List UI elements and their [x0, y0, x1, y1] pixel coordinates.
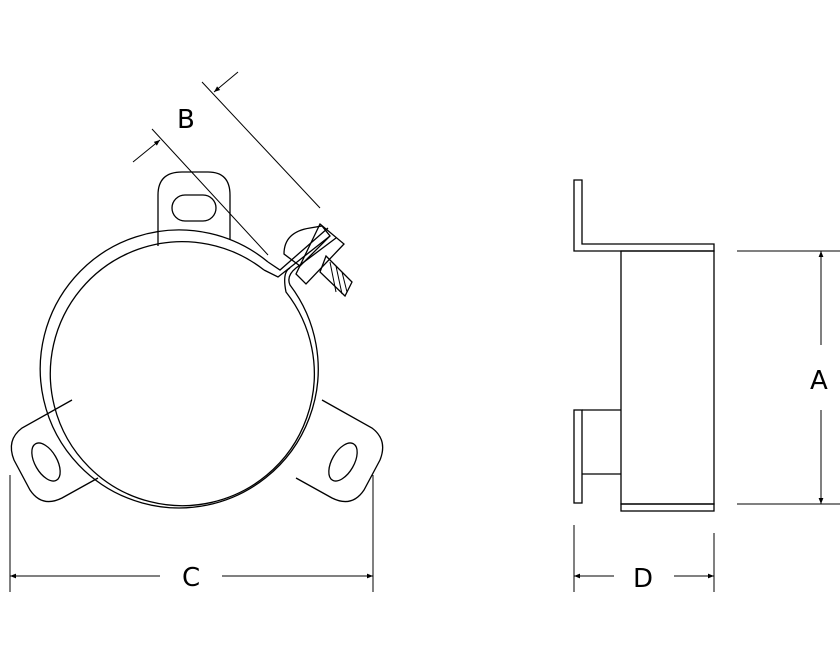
front-view — [10, 171, 384, 509]
top-ear-slot — [171, 194, 217, 222]
side-view — [573, 179, 715, 512]
clamp-band-outer — [39, 229, 337, 509]
left-mounting-ear — [10, 399, 99, 503]
dimension-label-a: A — [810, 366, 828, 396]
clamp-band-inner — [49, 241, 315, 507]
clamp-body — [620, 250, 715, 505]
bolt — [283, 222, 353, 298]
right-mounting-ear — [295, 399, 384, 503]
top-mounting-ear — [157, 171, 231, 246]
dimension-label-d: D — [633, 564, 653, 594]
dimension-d: D — [573, 525, 715, 594]
right-ear-slot — [328, 442, 358, 482]
connector — [582, 409, 621, 475]
dimension-label-c: C — [182, 563, 200, 593]
lower-bracket — [573, 409, 583, 504]
top-bracket — [573, 179, 715, 252]
dimension-label-b: B — [177, 105, 195, 135]
bottom-plate — [620, 503, 715, 512]
dimension-a: A — [737, 250, 840, 505]
left-ear-slot — [31, 442, 61, 482]
dimension-c: C — [9, 475, 374, 593]
dimension-b: B — [132, 71, 321, 256]
